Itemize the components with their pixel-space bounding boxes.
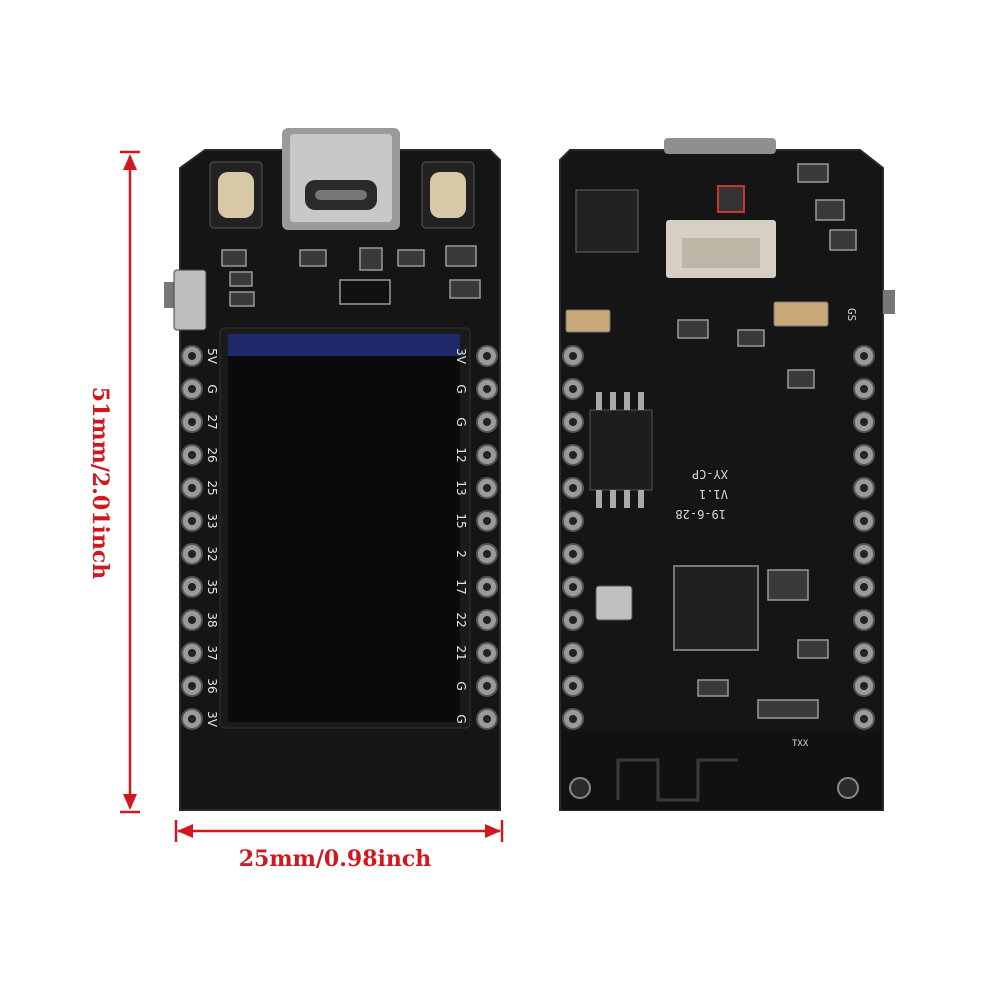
- front-left-pin-pad-hole: [188, 715, 196, 723]
- front-right-pin-pad-hole: [483, 418, 491, 426]
- height-dimension-label: 51mm/2.01inch: [87, 386, 113, 580]
- front-right-pin-pad-hole: [483, 682, 491, 690]
- front-right-pin-label: 12: [454, 447, 468, 463]
- front-right-pin-pad-hole: [483, 715, 491, 723]
- back-right-pin-pad-hole: [860, 484, 868, 492]
- back-left-pin-pad-hole: [569, 517, 577, 525]
- front-left-pin-label: 32: [205, 546, 219, 562]
- back-left-pin-pad-hole: [569, 418, 577, 426]
- usb-c-connector: [282, 128, 400, 230]
- front-left-pin-pad-hole: [188, 418, 196, 426]
- front-left-pin-pad-hole: [188, 385, 196, 393]
- front-right-pin-pad-hole: [483, 451, 491, 459]
- back-left-pin-header: [562, 345, 584, 730]
- front-left-pin-label: 25: [205, 480, 219, 496]
- esp32-chip: [673, 565, 759, 651]
- silk-version: V1.1: [699, 487, 728, 501]
- back-left-pin-pad-hole: [569, 715, 577, 723]
- front-left-pin-label: 3V: [205, 711, 219, 727]
- usb-uart-chip: [575, 189, 639, 253]
- front-left-pin-pad-hole: [188, 583, 196, 591]
- front-right-pin-pad-hole: [483, 616, 491, 624]
- back-right-pin-pad-hole: [860, 517, 868, 525]
- front-left-pin-pad-hole: [188, 682, 196, 690]
- front-right-pin-label: G: [454, 714, 468, 724]
- boot-button: [209, 161, 263, 229]
- front-right-pin-label: 15: [454, 513, 468, 529]
- front-left-pin-pad-hole: [188, 550, 196, 558]
- front-right-pin-pad-hole: [483, 484, 491, 492]
- width-dimension-label: 25mm/0.98inch: [238, 846, 432, 872]
- back-left-pin-pad-hole: [569, 649, 577, 657]
- front-right-pin-header: [476, 345, 498, 730]
- front-left-pin-header: [181, 345, 203, 730]
- back-left-pin-pad-hole: [569, 616, 577, 624]
- front-left-pin-label: 35: [205, 579, 219, 595]
- front-board-pcb: [164, 128, 501, 811]
- height-dimension-arrow: [120, 150, 140, 814]
- front-left-pin-pad-hole: [188, 517, 196, 525]
- front-left-pin-label: 36: [205, 678, 219, 694]
- front-right-pin-pad-hole: [483, 352, 491, 360]
- reset-button: [421, 161, 475, 229]
- silk-gs: GS: [845, 308, 858, 321]
- front-right-pin-label: G: [454, 417, 468, 427]
- back-left-pin-pad-hole: [569, 682, 577, 690]
- front-right-pin-pad-hole: [483, 385, 491, 393]
- front-left-pin-pad-hole: [188, 616, 196, 624]
- front-left-pin-label: 26: [205, 447, 219, 463]
- back-right-pin-pad-hole: [860, 649, 868, 657]
- front-right-pin-pad-hole: [483, 517, 491, 525]
- back-right-pin-pad-hole: [860, 715, 868, 723]
- power-switch: [164, 269, 207, 331]
- smd-components: [221, 245, 481, 307]
- antenna-area: [562, 732, 882, 810]
- front-right-pin-label: 21: [454, 645, 468, 661]
- front-right-pin-label: 22: [454, 612, 468, 628]
- back-left-pin-pad-hole: [569, 385, 577, 393]
- flash-memory-chip: [589, 392, 653, 508]
- back-board-pcb: XY-CP V1.1 19-6-28 TXX GS: [559, 138, 895, 811]
- back-right-pin-pad-hole: [860, 418, 868, 426]
- front-right-pin-label: G: [454, 384, 468, 394]
- battery-connector: [666, 220, 776, 278]
- front-left-pin-pad-hole: [188, 352, 196, 360]
- back-right-pin-pad-hole: [860, 616, 868, 624]
- front-right-pin-pad-hole: [483, 649, 491, 657]
- back-left-pin-pad-hole: [569, 484, 577, 492]
- tft-display: [219, 327, 471, 729]
- back-right-pin-pad-hole: [860, 583, 868, 591]
- front-right-pin-pad-hole: [483, 583, 491, 591]
- back-left-pin-pad-hole: [569, 583, 577, 591]
- back-right-pin-pad-hole: [860, 682, 868, 690]
- front-left-pin-pad-hole: [188, 451, 196, 459]
- front-right-pin-label: 2: [454, 550, 468, 558]
- back-left-pin-pad-hole: [569, 352, 577, 360]
- front-right-pin-label: 13: [454, 480, 468, 496]
- front-left-pin-label: 38: [205, 612, 219, 628]
- silk-model: XY-CP: [692, 467, 728, 481]
- front-right-pin-label: G: [454, 681, 468, 691]
- front-left-pin-pad-hole: [188, 484, 196, 492]
- front-left-pin-label: 27: [205, 414, 219, 430]
- front-right-pin-pad-hole: [483, 550, 491, 558]
- front-left-pin-label: G: [205, 384, 219, 394]
- front-left-pin-label: 37: [205, 645, 219, 661]
- back-right-pin-pad-hole: [860, 550, 868, 558]
- back-left-pin-pad-hole: [569, 550, 577, 558]
- silk-date: 19-6-28: [675, 507, 726, 521]
- front-right-pin-label: 17: [454, 579, 468, 595]
- back-right-pin-pad-hole: [860, 352, 868, 360]
- back-right-pin-header: [853, 345, 875, 730]
- width-dimension-arrow: [174, 820, 504, 842]
- back-right-pin-pad-hole: [860, 451, 868, 459]
- front-right-pin-label: 3V: [454, 348, 468, 364]
- back-left-pin-pad-hole: [569, 451, 577, 459]
- front-left-pin-label: 33: [205, 513, 219, 529]
- front-left-pin-label: 5V: [205, 348, 219, 364]
- back-right-pin-pad-hole: [860, 385, 868, 393]
- silk-txx: TXX: [792, 739, 809, 749]
- front-left-pin-pad-hole: [188, 649, 196, 657]
